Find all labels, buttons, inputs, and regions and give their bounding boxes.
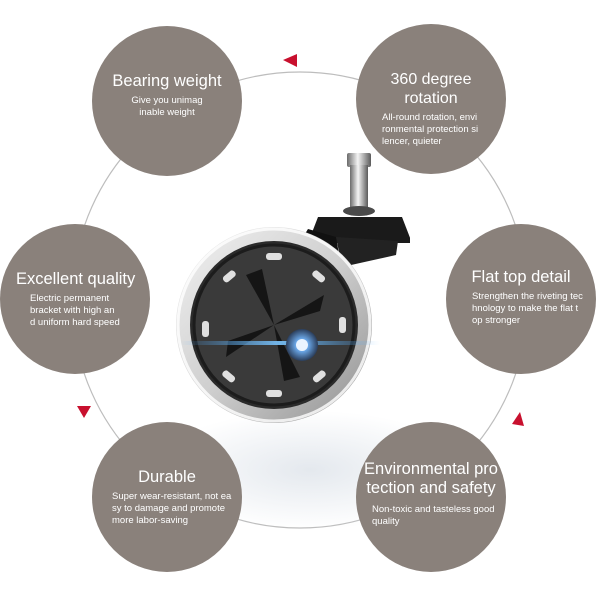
- arrow-right-icon: [512, 412, 524, 426]
- feature-bubble-360-rotation: 360 degree rotation All-round rotation, …: [356, 24, 506, 174]
- feature-bubble-flat-top-detail: Flat top detail Strengthen the riveting …: [446, 224, 596, 374]
- feature-description: Non-toxic and tasteless good quality: [372, 504, 495, 527]
- feature-title: Environmental pro tection and safety: [364, 460, 498, 497]
- feature-bubble-durable: Durable Super wear-resistant, not ea sy …: [92, 422, 242, 572]
- feature-bubble-excellent-quality: Excellent quality Electric permanent bra…: [0, 224, 150, 374]
- feature-title: 360 degree rotation: [390, 71, 472, 107]
- arrow-left-icon: [77, 406, 91, 418]
- feature-title: Excellent quality: [16, 270, 136, 288]
- caster-wheel-image: [176, 153, 410, 423]
- feature-title: Durable: [138, 468, 196, 486]
- feature-description: Strengthen the riveting tec hnology to m…: [472, 291, 583, 326]
- feature-bubble-bearing-weight: Bearing weight Give you unimag inable we…: [92, 26, 242, 176]
- feature-bubble-environmental-protection: Environmental pro tection and safety Non…: [356, 422, 506, 572]
- feature-description: Give you unimag inable weight: [131, 95, 203, 118]
- feature-description: Electric permanent bracket with high an …: [30, 293, 120, 328]
- feature-title: Flat top detail: [471, 268, 571, 286]
- feature-description: Super wear-resistant, not ea sy to damag…: [112, 491, 232, 526]
- feature-title: Bearing weight: [112, 72, 222, 90]
- arrow-top-icon: [283, 54, 297, 67]
- feature-description: All-round rotation, envi ronmental prote…: [382, 112, 479, 147]
